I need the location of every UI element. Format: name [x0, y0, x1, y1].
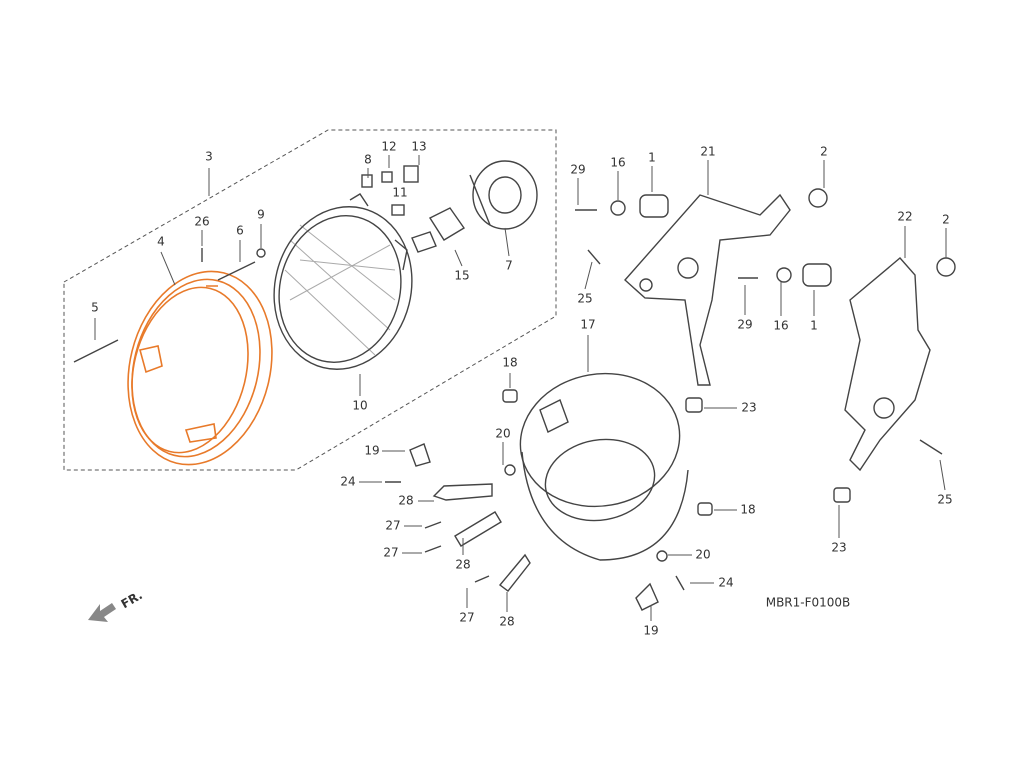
callout-20: 20: [495, 427, 510, 441]
assembly-boundary: [63, 129, 557, 471]
callout-8: 8: [364, 153, 372, 167]
callout-23: 23: [741, 401, 756, 415]
callout-19: 19: [364, 444, 379, 458]
headlight-unit[interactable]: [257, 192, 429, 384]
callout-29b: 29: [737, 318, 752, 332]
headlight-rim-highlighted[interactable]: [108, 256, 291, 480]
bolts[interactable]: [385, 209, 943, 591]
callout-29: 29: [570, 163, 585, 177]
callout-3: 3: [205, 150, 213, 164]
wire-clamps[interactable]: [409, 443, 659, 611]
callout-20b: 20: [695, 548, 710, 562]
callout-25b: 25: [937, 493, 952, 507]
bulb-socket[interactable]: [469, 160, 538, 230]
callout-12: 12: [381, 140, 396, 154]
front-direction-arrow: FR.: [88, 588, 145, 622]
callout-11: 11: [392, 186, 407, 200]
leader-lines: [94, 155, 947, 621]
callout-2: 2: [820, 145, 828, 159]
callout-18b: 18: [740, 503, 755, 517]
bulb[interactable]: [411, 207, 466, 253]
callout-21: 21: [700, 145, 715, 159]
headlight-stay-left[interactable]: [844, 257, 931, 472]
callout-6: 6: [236, 224, 244, 238]
callout-7: 7: [505, 259, 513, 273]
callout-15: 15: [454, 269, 469, 283]
callout-18: 18: [502, 356, 517, 370]
diagram-code: MBR1-F0100B: [766, 596, 851, 610]
callout-2b: 2: [942, 213, 950, 227]
headlight-stay-right[interactable]: [624, 193, 791, 386]
front-label: FR.: [119, 588, 145, 611]
callout-22: 22: [897, 210, 912, 224]
headlight-case[interactable]: [510, 361, 690, 561]
callout-28b: 28: [455, 558, 470, 572]
callout-1: 1: [648, 151, 656, 165]
callout-17: 17: [580, 318, 595, 332]
callout-27b: 27: [383, 546, 398, 560]
callout-9: 9: [257, 208, 265, 222]
callout-24b: 24: [718, 576, 733, 590]
callout-16b: 16: [773, 319, 788, 333]
callout-5: 5: [91, 301, 99, 315]
callout-23b: 23: [831, 541, 846, 555]
callout-10: 10: [352, 399, 367, 413]
callout-26: 26: [194, 215, 209, 229]
callout-24: 24: [340, 475, 355, 489]
callout-1b: 1: [810, 319, 818, 333]
callout-19b: 19: [643, 624, 658, 638]
callout-27c: 27: [459, 611, 474, 625]
callout-4: 4: [157, 235, 165, 249]
callout-27: 27: [385, 519, 400, 533]
grommets[interactable]: [502, 188, 956, 562]
callout-28: 28: [398, 494, 413, 508]
screws-left[interactable]: [73, 248, 266, 363]
small-clips[interactable]: [361, 165, 419, 216]
callout-labels: 3 26 6 9 4 5 10 8 12 13 11 15 7 29 16 1 …: [91, 140, 952, 638]
callout-16: 16: [610, 156, 625, 170]
callout-25: 25: [577, 292, 592, 306]
callout-13: 13: [411, 140, 426, 154]
callout-28c: 28: [499, 615, 514, 629]
